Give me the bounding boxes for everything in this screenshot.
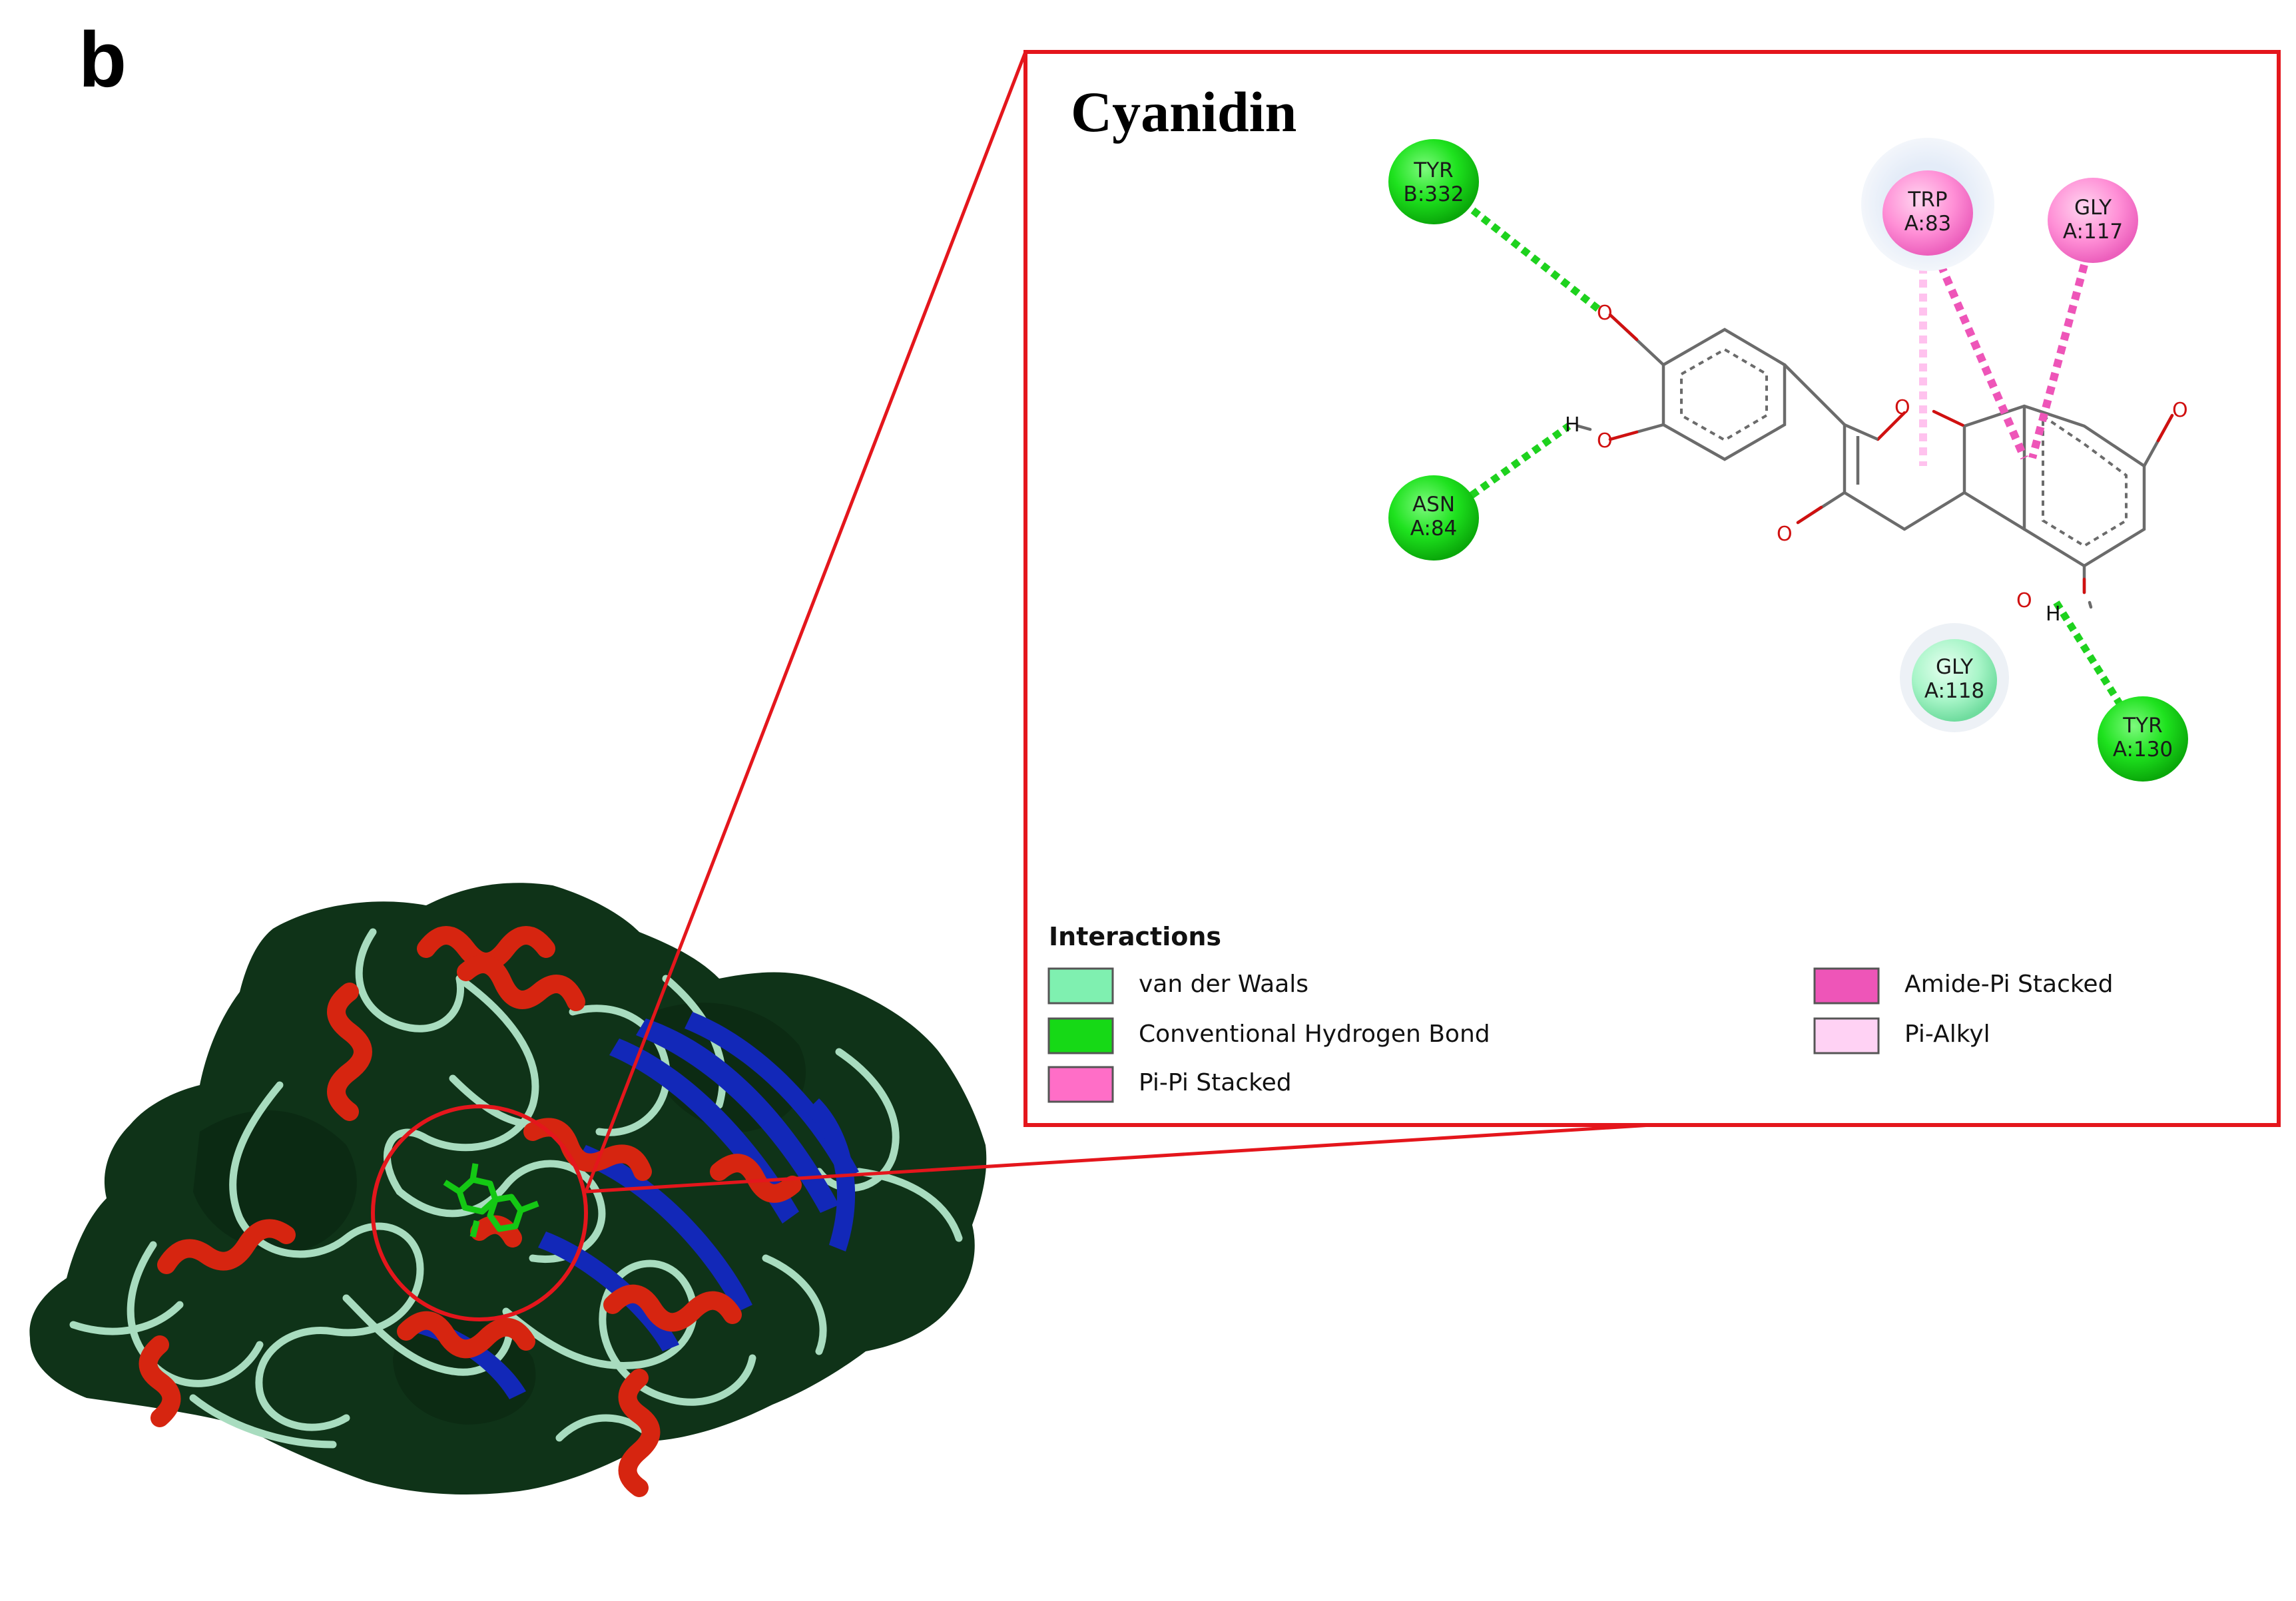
legend-swatch-amidepi (1813, 967, 1880, 1005)
svg-text:A:117: A:117 (2063, 220, 2123, 244)
atom-h2: H (2046, 602, 2061, 626)
svg-text:ASN: ASN (1412, 493, 1455, 517)
atom-o6: O (2016, 589, 2032, 612)
legend-swatch-hbond (1047, 1017, 1114, 1054)
residue-discs: TYR B:332 ASN A:84 TRP A:83 GLY A:117 (1388, 138, 2188, 782)
alpha-helices (139, 926, 802, 1497)
atom-o5: O (2172, 399, 2188, 422)
protein-structure (29, 883, 987, 1497)
ligand-title: Cyanidin (1071, 80, 1297, 144)
callout-lines (584, 51, 1652, 1194)
svg-text:TYR: TYR (2122, 714, 2162, 738)
atom-h1: H (1565, 413, 1580, 437)
legend-swatch-pialkyl (1813, 1017, 1880, 1054)
svg-text:A:118: A:118 (1924, 679, 1984, 703)
binding-site-circle (371, 1104, 588, 1321)
legend-item-label: van der Waals (1139, 971, 1309, 998)
residue-gly-a118: GLY A:118 (1900, 623, 2009, 732)
legend-title: Interactions (1049, 922, 1222, 951)
residue-trp-a83: TRP A:83 (1861, 138, 1994, 271)
atom-o1: O (1597, 302, 1613, 325)
svg-text:A:130: A:130 (2113, 738, 2173, 762)
legend-swatch-pipi (1047, 1066, 1114, 1103)
ligand-3d (443, 1163, 539, 1238)
svg-text:TRP: TRP (1907, 188, 1947, 212)
legend-item-label: Amide-Pi Stacked (1904, 971, 2114, 998)
atom-o3: O (1894, 396, 1910, 419)
legend-item-label: Pi-Alkyl (1904, 1021, 1990, 1048)
panel-label: b (79, 16, 127, 104)
residue-tyr-b332: TYR B:332 (1388, 139, 1479, 224)
legend-item-label: Pi-Pi Stacked (1139, 1069, 1292, 1096)
legend-swatches (1047, 967, 1880, 1103)
svg-text:GLY: GLY (2074, 196, 2112, 220)
residue-gly-a117: GLY A:117 (2048, 178, 2138, 263)
svg-text:A:84: A:84 (1410, 517, 1458, 541)
atom-labels: O O H O O O O H (1565, 302, 2188, 626)
atom-o2: O (1597, 429, 1613, 453)
legend-item-label: Conventional Hydrogen Bond (1139, 1021, 1490, 1048)
residue-tyr-a130: TYR A:130 (2098, 696, 2188, 782)
svg-text:TYR: TYR (1413, 158, 1453, 182)
svg-text:GLY: GLY (1936, 655, 1973, 679)
residue-asn-a84: ASN A:84 (1388, 475, 1479, 561)
interaction-lines (1469, 207, 2128, 713)
legend-swatch-vdw (1047, 967, 1114, 1005)
atom-o4: O (1777, 523, 1793, 546)
svg-text:B:332: B:332 (1404, 182, 1464, 206)
svg-text:A:83: A:83 (1904, 212, 1952, 236)
